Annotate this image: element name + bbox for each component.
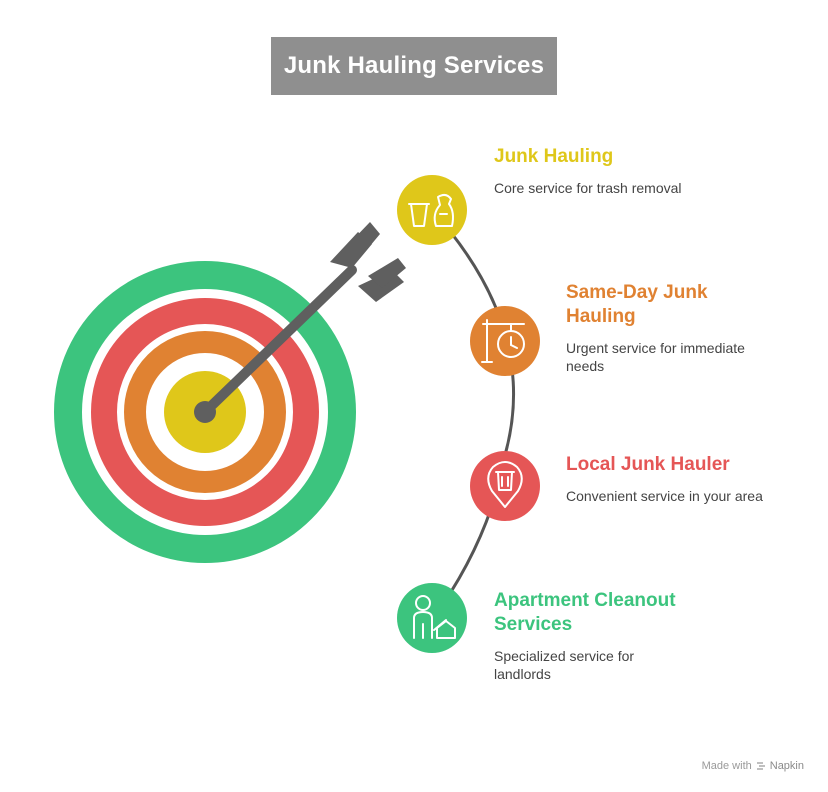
item-title: Junk Hauling	[494, 146, 614, 167]
footer-brand: Napkin	[769, 760, 804, 772]
item-title: Local Junk Hauler	[566, 454, 730, 475]
item-same-day-junk-hauling: Same-Day Junk Hauling Urgent service for…	[566, 281, 796, 375]
napkin-logo-icon	[756, 762, 765, 770]
item-description: Urgent service for immediate needs	[566, 340, 745, 374]
item-title: Same-Day Junk Hauling	[566, 282, 708, 327]
item-apartment-cleanout-services: Apartment Cleanout Services Specialized …	[494, 589, 724, 683]
item-description: Core service for trash removal	[494, 180, 682, 196]
map-pin-trash-icon	[470, 451, 540, 521]
arrow-icon	[194, 222, 406, 423]
item-description: Convenient service in your area	[566, 488, 763, 504]
page-title: Junk Hauling Services	[283, 52, 545, 79]
person-house-icon	[397, 583, 467, 653]
item-title: Apartment Cleanout Services	[494, 590, 676, 635]
title-banner: Junk Hauling Services	[271, 37, 557, 95]
item-junk-hauling: Junk Hauling Core service for trash remo…	[494, 145, 794, 197]
footer-prefix: Made with	[701, 760, 752, 772]
clock-sign-icon	[470, 306, 540, 376]
connector-arc	[430, 208, 516, 621]
trash-bags-icon	[397, 175, 467, 245]
item-description: Specialized service for landlords	[494, 648, 635, 682]
footer-credit: Made with Napkin	[702, 760, 804, 772]
item-local-junk-hauler: Local Junk Hauler Convenient service in …	[566, 453, 806, 505]
